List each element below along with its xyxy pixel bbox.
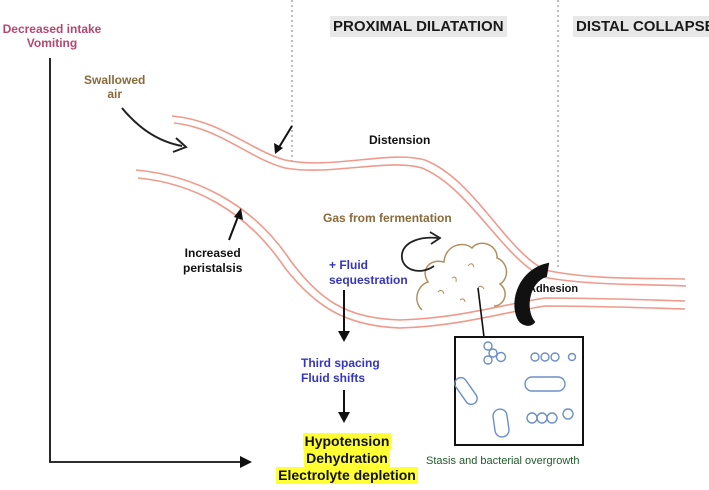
bacterium-coccus [488,348,498,358]
gas-bubbles [437,263,485,303]
decreased-intake-line1: Decreased intake [2,22,102,36]
distension-arrowhead [274,143,283,154]
swallowed-air-arrow [121,107,183,147]
third-spacing-line2: Fluid shifts [301,371,365,385]
intake-arrowhead [240,456,252,468]
bacterium-rod [524,376,566,392]
outcome-dehydration: Dehydration [304,450,390,467]
bacterium-rod [492,408,510,438]
proximal-dilatation-header: PROXIMAL DILATATION [330,16,507,37]
intake-arrow [49,58,240,463]
swallowed-air-label: Swallowed air [84,73,145,101]
third-spacing-line1: Third spacing [301,356,380,370]
fluid-sequestration-label: + Fluid sequestration [329,258,408,288]
fluid-down-arrowhead-1 [338,331,350,342]
gas-curved-arrow [401,236,439,272]
third-spacing-label: Third spacing Fluid shifts [301,356,380,386]
peristalsis-line1: Increased [184,246,241,260]
outcome-electrolyte-depletion: Electrolyte depletion [276,467,418,484]
gas-curved-arrowhead [429,231,442,245]
swallowed-air-line2: air [107,87,123,101]
bacterium-coccus [562,408,574,420]
decreased-intake-line2: Vomiting [26,36,78,50]
bacteria-cluster [454,341,577,438]
gas-fermentation-label: Gas from fermentation [323,211,452,225]
bacterium-coccus [483,355,493,365]
outcome-hypotension: Hypotension [302,433,392,450]
distal-collapse-header: DISTAL COLLAPSE [573,16,709,37]
fluid-line2: sequestration [329,273,408,287]
outcome-highlights: Hypotension Dehydration Electrolyte depl… [267,433,427,484]
bacteria-inset-box [454,336,584,446]
bacterium-coccus [483,341,493,351]
distension-label: Distension [369,133,431,147]
bacterium-coccus [546,412,558,424]
peristalsis-arrowhead [234,208,243,220]
swallowed-air-arrowhead [172,137,188,153]
decreased-intake-label: Decreased intake Vomiting [0,22,104,50]
stasis-bacterial-overgrowth-label: Stasis and bacterial overgrowth [426,455,580,467]
bowel-upper-wall [171,115,687,287]
fluid-line1: + Fluid [329,258,368,272]
bacterium-rod [454,376,478,406]
bacterium-coccus [567,352,577,362]
stasis-pointer-line [477,287,485,338]
bacterium-coccus [530,352,540,362]
bacterium-coccus [550,352,560,362]
fluid-down-arrowhead-2 [338,412,350,423]
swallowed-air-line1: Swallowed [84,73,146,87]
increased-peristalsis-label: Increased peristalsis [183,246,242,276]
gas-cloud [416,242,508,311]
bacterium-coccus [495,351,507,363]
distension-arrow [277,125,293,150]
adhesion-label: Adhesion [528,283,579,295]
adhesion-band [514,262,550,326]
bacterium-coccus [540,352,550,362]
peristalsis-arrow [228,213,240,241]
peristalsis-line2: peristalsis [183,261,243,275]
